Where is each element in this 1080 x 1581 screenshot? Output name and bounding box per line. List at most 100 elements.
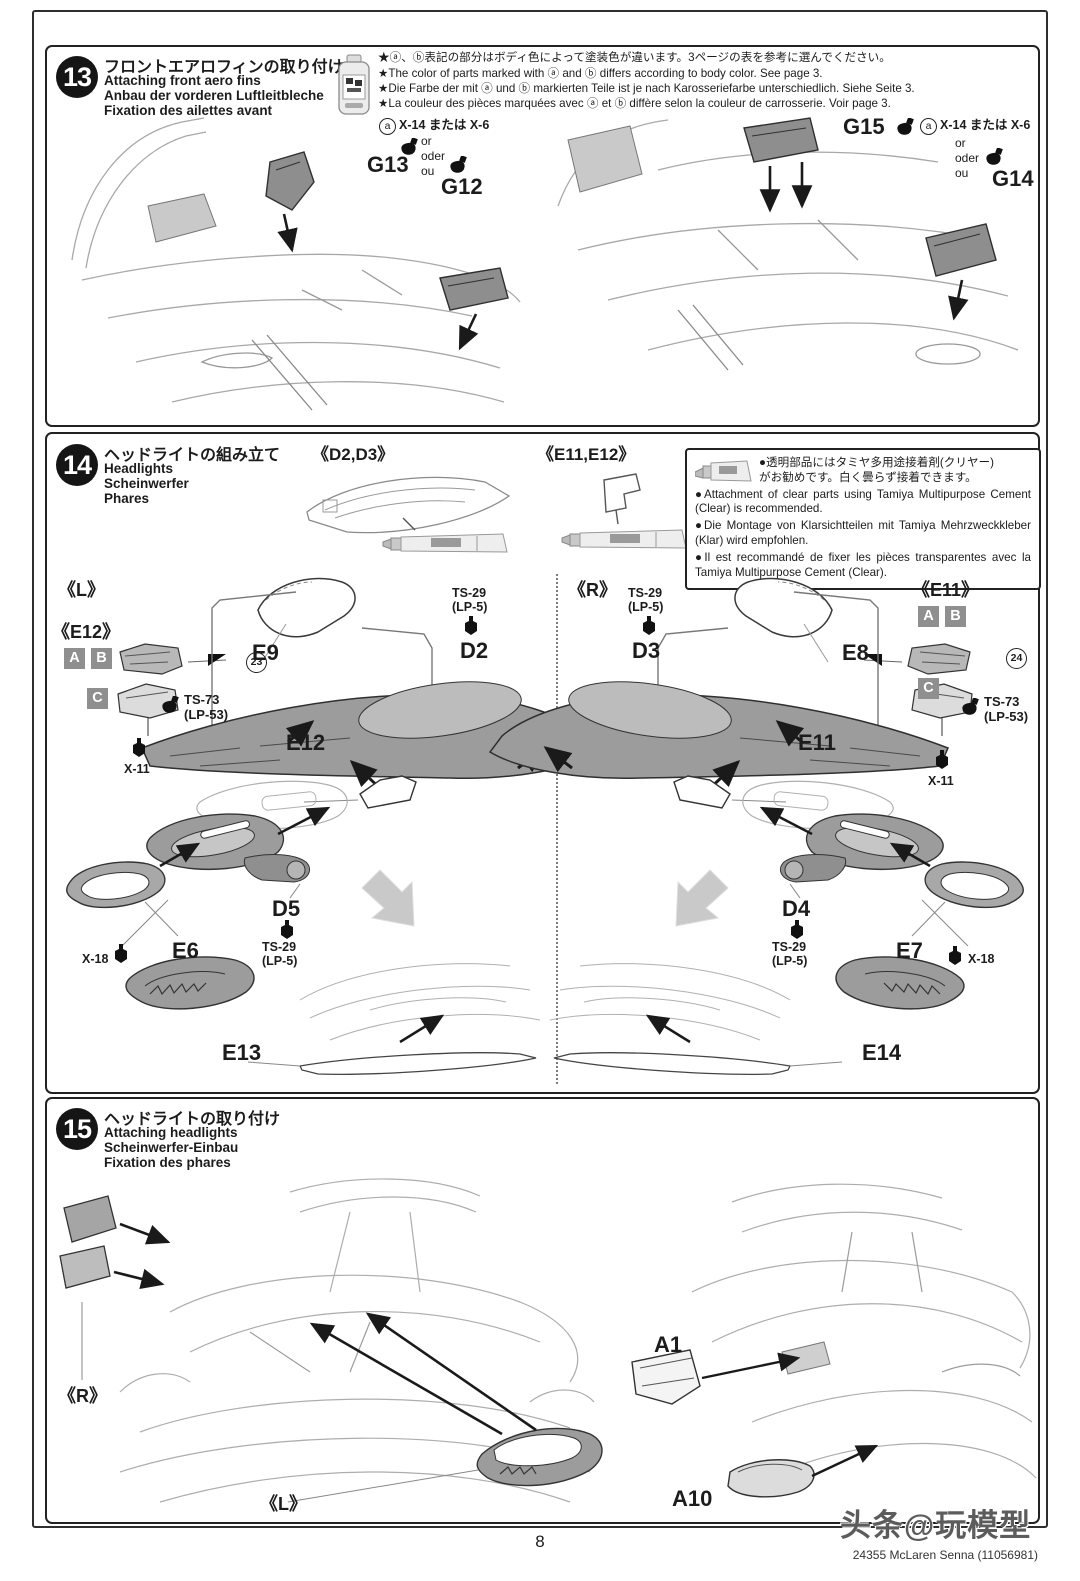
step13-title-fr: Fixation des ailettes avant (104, 103, 273, 118)
header-d2d3: 《D2,D3》 (312, 445, 395, 464)
paint-or: or (955, 136, 966, 150)
paint-jar-icon (949, 946, 961, 965)
part-label-a10: A10 (672, 1486, 713, 1511)
part-label-e8: E8 (842, 640, 869, 665)
letter-a-box: A (64, 648, 85, 669)
step15-number: 15 (56, 1108, 98, 1150)
step14-main-diagram (66, 570, 1040, 1088)
paint-jar-icon (936, 750, 948, 769)
paint-or: or (421, 134, 432, 148)
paint-ts73-alt: (LP-53) (984, 709, 1029, 724)
paint-ts29: TS-29 (628, 586, 663, 600)
step13-title-de: Anbau der vorderen Luftleitbleche (104, 88, 324, 103)
part-label-e12: E12 (286, 730, 326, 755)
cement-note-box: ●透明部品にはタミヤ多用途接着剤(クリヤー) がお勧めです。白く曇らず接着できま… (685, 448, 1041, 591)
step14-title-de: Scheinwerfer (104, 476, 189, 491)
paint-ou: ou (955, 166, 969, 180)
paint-jar-icon (401, 138, 418, 155)
circled-24: 24 (1006, 648, 1027, 669)
watermark: 头条@玩模型 (840, 1508, 1032, 1543)
step13-note-ja: ★ⓐ、ⓑ表記の部分はボディ色によって塗装色が違います。3ページの表を参考に選んで… (378, 51, 891, 64)
part-label-g15: G15 (843, 114, 885, 139)
paint-jar-icon (962, 698, 979, 715)
step14-title-fr: Phares (104, 491, 150, 506)
paint-ts29: TS-29 (262, 940, 297, 954)
step13-title-en: Attaching front aero fins (104, 73, 261, 88)
paint-oder: oder (421, 149, 446, 163)
cement-note-de: ●Die Montage von Klarsichtteilen mit Tam… (695, 519, 1031, 547)
paint-x18: X-18 (82, 952, 109, 966)
kit-info: 24355 McLaren Senna (11056981) (852, 1548, 1038, 1562)
paint-x11: X-11 (928, 774, 954, 788)
part-label-e9: E9 (252, 640, 279, 665)
label-r: 《R》 (58, 1386, 107, 1406)
paint-code: X-14 または X-6 (940, 118, 1031, 132)
paint-spray-icon (281, 920, 293, 939)
paint-oder: oder (955, 151, 980, 165)
label-l: 《L》 (260, 1494, 307, 1514)
step14-divider (556, 574, 558, 1084)
header-e11e12: 《E11,E12》 (537, 445, 636, 464)
d2d3-cement-diagram (306, 476, 511, 553)
cement-note-fr: ●Il est recommandé de fixer les pièces t… (695, 550, 1031, 579)
spray-can-icon (338, 54, 370, 115)
paint-ts73-alt: (LP-53) (184, 707, 229, 722)
label-right: 《R》 (568, 580, 617, 600)
paint-badge-a: a (920, 118, 937, 135)
paint-ts29: TS-29 (452, 586, 487, 600)
paint-ou: ou (421, 164, 435, 178)
step15-title-ja: ヘッドライトの取り付け (104, 1111, 281, 1128)
paint-jar-icon (897, 118, 914, 135)
part-label-e6: E6 (172, 938, 199, 963)
paint-x18b: X-18 (968, 952, 995, 966)
paint-jar-icon (115, 944, 127, 963)
paint-spray-icon (643, 616, 655, 635)
paint-ts29-alt: (LP-5) (262, 954, 298, 968)
step13-note-en: ★The color of parts marked with ⓐ and ⓑ … (378, 67, 823, 80)
paint-ts73: TS-73 (984, 694, 1020, 709)
letter-c-box: C (87, 688, 108, 709)
part-label-a1: A1 (654, 1332, 683, 1357)
letter-b-box: B (91, 648, 112, 669)
cement-note-ja1: ●透明部品にはタミヤ多用途接着剤(クリヤー) (759, 456, 995, 469)
paint-jar-icon (162, 696, 179, 713)
step13-right-diagram (557, 117, 1019, 371)
paint-jar-icon (450, 156, 467, 173)
letter-a-box: A (918, 606, 939, 627)
paint-ts29-alt: (LP-5) (452, 600, 488, 614)
part-label-e11: E11 (798, 730, 836, 755)
header-e11: 《E11》 (912, 580, 980, 600)
paint-jar-icon (133, 738, 145, 757)
circled-23: 23 (246, 652, 267, 673)
paint-ts29-alt: (LP-5) (772, 954, 808, 968)
step15-title-fr: Fixation des phares (104, 1155, 231, 1170)
paint-x11: X-11 (124, 762, 150, 776)
step15-title-en: Attaching headlights (104, 1125, 238, 1140)
step13-left-diagram (71, 117, 521, 411)
header-e12: 《E12》 (52, 622, 121, 642)
step13-note-fr: ★La couleur des pièces marquées avec ⓐ e… (378, 97, 891, 110)
paint-badge-a: a (379, 118, 396, 135)
part-label-g14: G14 (992, 166, 1034, 191)
paint-ts73: TS-73 (184, 692, 220, 707)
part-label-e14: E14 (862, 1040, 902, 1065)
paint-jar-icon (986, 148, 1003, 165)
part-label-d5: D5 (272, 896, 301, 921)
step13-note-de: ★Die Farbe der mit ⓐ und ⓑ markierten Te… (378, 82, 915, 95)
part-label-g13: G13 (367, 152, 409, 177)
cement-note-ja2: がお勧めです。白く曇らず接着できます。 (759, 470, 977, 484)
part-label-d2: D2 (460, 638, 489, 663)
cement-note-en: ●Attachment of clear parts using Tamiya … (695, 487, 1031, 516)
paint-code: X-14 または X-6 (399, 118, 490, 132)
paint-spray-icon (791, 920, 803, 939)
step15-title-de: Scheinwerfer-Einbau (104, 1140, 239, 1155)
step13-title-ja: フロントエアロフィンの取り付け (104, 59, 344, 76)
step15-left-diagram (59, 1178, 603, 1503)
page-frame (32, 10, 1048, 1528)
part-label-d4: D4 (782, 896, 811, 921)
paint-spray-icon (465, 616, 477, 635)
letter-c-box: C (918, 678, 939, 699)
letter-b-box: B (945, 606, 966, 627)
step14-title-ja: ヘッドライトの組み立て (104, 447, 281, 464)
part-label-d3: D3 (632, 638, 661, 663)
